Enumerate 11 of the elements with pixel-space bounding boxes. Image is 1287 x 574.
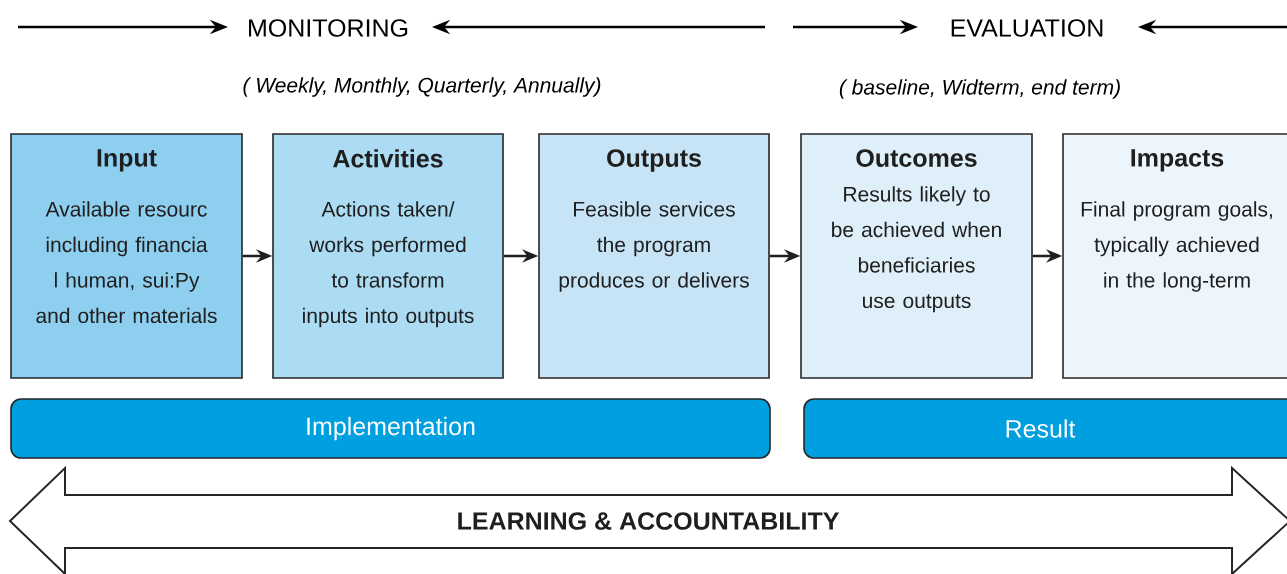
stage-box: Outputs Feasible services the program produces or delivers [538,133,770,379]
frequency-note: ( Weekly, Monthly, Quarterly, Annually) [243,77,601,97]
stage-box: Activities Actions taken/ works performed to transform inputs into outputs [272,133,504,379]
phase-heading: EVALUATION [951,19,1103,37]
phase-heading: MONITORING [249,19,408,37]
stage-box: Input Available resourc including financia l human, sui:Py and other materials [10,133,243,379]
stage-box: Outcomes Results likely to be achieved when beneficiaries use outputs [800,133,1033,379]
phase-bar: Result [803,398,1287,459]
stage-box: Impacts Final program goals, typically achieved in the long-term [1062,133,1287,379]
phase-bar: Implementation [10,398,771,459]
frequency-note: ( baseline, Widterm, end term) [839,79,1120,99]
